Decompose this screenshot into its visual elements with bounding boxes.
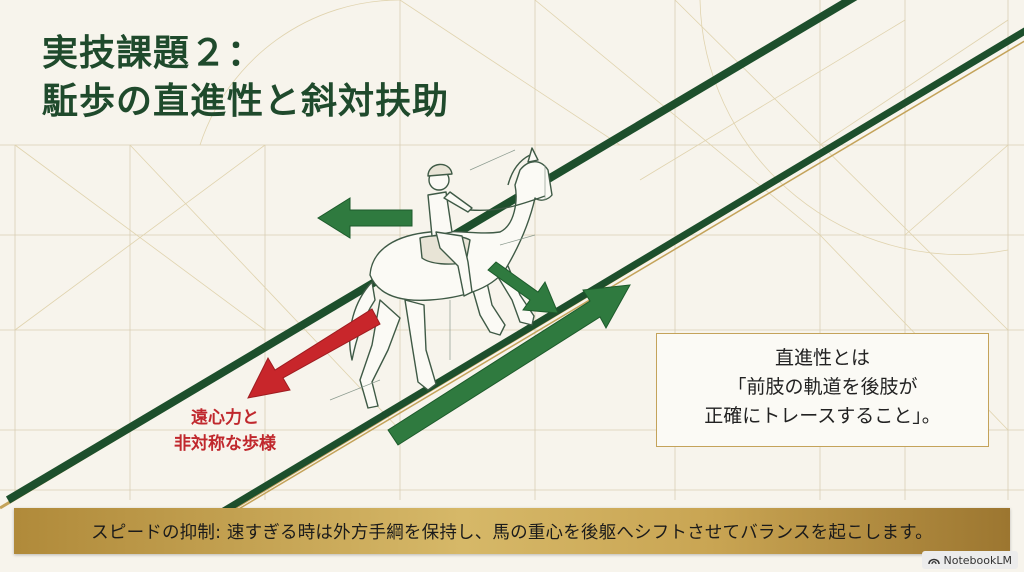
banner-text: スピードの抑制: 速すぎる時は外方手綱を保持し、馬の重心を後躯へシフトさせてバラ… bbox=[91, 522, 933, 543]
arrow-diagonal-down-icon bbox=[487, 261, 559, 314]
watermark-label: NotebookLM bbox=[943, 553, 1012, 567]
notebooklm-logo-icon bbox=[927, 558, 940, 565]
definition-line-3: 正確にトレースすること」。 bbox=[704, 405, 941, 427]
definition-text: 直進性とは 「前肢の軌道を後肢が 正確にトレースすること」。 bbox=[657, 344, 988, 431]
page-title: 実技課題２： 駈歩の直進性と斜対扶助 bbox=[42, 30, 449, 126]
centrifugal-caption: 遠心力と 非対称な歩様 bbox=[150, 405, 300, 457]
track-lower bbox=[214, 27, 1024, 522]
caption-line-1: 遠心力と bbox=[191, 408, 259, 428]
arrow-down-left-red-icon bbox=[247, 308, 381, 399]
horse-rider-illustration bbox=[329, 147, 553, 409]
construction-lines bbox=[14, 0, 1009, 431]
caption-line-2: 非対称な歩様 bbox=[174, 434, 276, 454]
bottom-banner: スピードの抑制: 速すぎる時は外方手綱を保持し、馬の重心を後躯へシフトさせてバラ… bbox=[14, 508, 1010, 554]
title-line-1: 実技課題２： bbox=[42, 33, 265, 74]
straightness-definition-box: 直進性とは 「前肢の軌道を後肢が 正確にトレースすること」。 bbox=[656, 333, 989, 447]
arrow-up-right-icon bbox=[387, 284, 631, 446]
definition-line-2: 「前肢の軌道を後肢が bbox=[727, 376, 918, 398]
arrow-left-icon bbox=[317, 197, 413, 239]
notebooklm-watermark: NotebookLM bbox=[921, 551, 1018, 569]
definition-line-1: 直進性とは bbox=[774, 347, 870, 369]
title-line-2: 駈歩の直進性と斜対扶助 bbox=[42, 81, 450, 122]
